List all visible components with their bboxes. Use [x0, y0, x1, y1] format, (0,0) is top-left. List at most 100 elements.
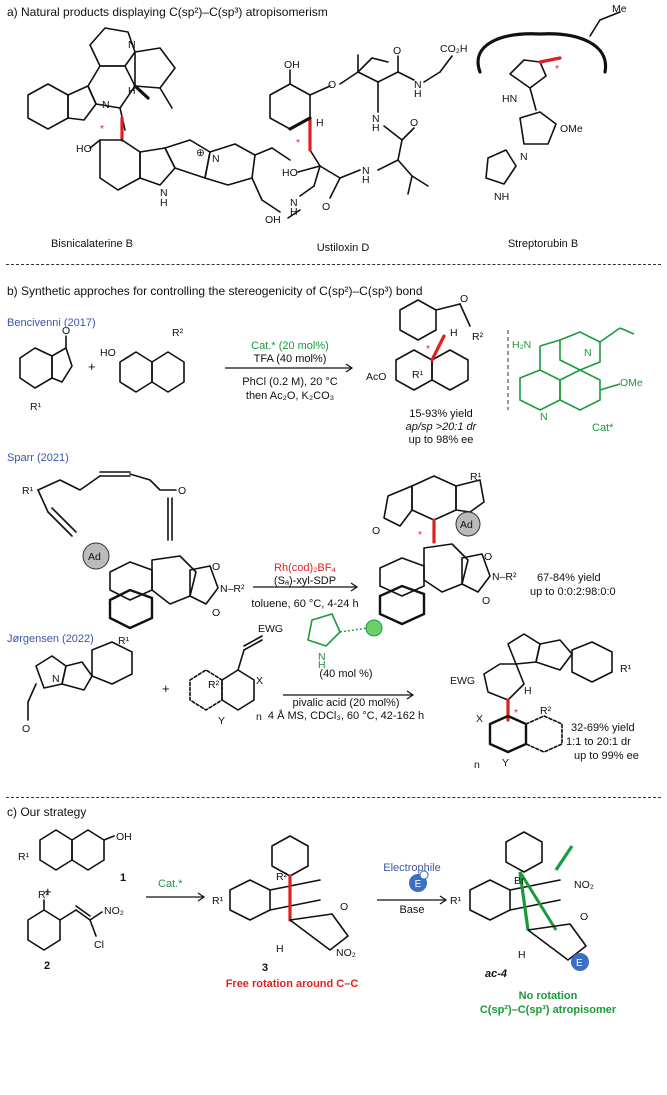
svg-text:*: * — [555, 63, 559, 75]
svg-text:H: H — [450, 327, 458, 339]
no-rotation-note: No rotation — [518, 990, 578, 1002]
svg-text:O: O — [62, 325, 70, 337]
sparr-ligand: (Sₐ)-xyl-SDP — [273, 575, 337, 587]
svg-text:NO₂: NO₂ — [104, 905, 124, 917]
svg-text:N: N — [318, 651, 326, 663]
svg-text:EWG: EWG — [258, 623, 283, 635]
bencivenni-dr: ap/sp >20:1 dr — [405, 421, 477, 433]
compound-name-streptorubin: Streptorubin B — [507, 238, 579, 250]
svg-text:R²: R² — [38, 889, 50, 901]
svg-text:N: N — [414, 79, 422, 91]
svg-text:H: H — [290, 206, 298, 218]
svg-text:N: N — [520, 151, 528, 163]
streptorubin-structure: Me HN * N OMe NH — [476, 3, 627, 203]
svg-text:*: * — [426, 343, 430, 355]
jorgensen-conditions: 4 Å MS, CDCl₃, 60 °C, 42-162 h — [267, 710, 425, 722]
plus-sign: + — [162, 681, 170, 696]
svg-text:R¹: R¹ — [620, 663, 632, 675]
bencivenni-structures: O R¹ HO R² O R² H AcO R¹ * H₂N N N OMe — [19, 293, 643, 423]
svg-text:R¹: R¹ — [412, 369, 424, 381]
svg-text:*: * — [296, 137, 300, 149]
divider-b-c — [6, 797, 661, 798]
catalyst-label: Cat* — [592, 422, 614, 434]
jorgensen-dr: 1:1 to 20:1 dr — [566, 736, 631, 748]
jorgensen-additive: pivalic acid (20 mol%) — [292, 697, 400, 709]
svg-text:N: N — [160, 187, 168, 199]
svg-text:Ad: Ad — [460, 519, 473, 531]
bencivenni-workup: then Ac₂O, K₂CO₃ — [245, 390, 335, 402]
svg-text:O: O — [178, 485, 186, 497]
svg-text:AcO: AcO — [366, 371, 386, 383]
svg-text:NH: NH — [494, 191, 509, 203]
base-label: Base — [399, 904, 425, 916]
svg-text:O: O — [484, 551, 492, 563]
bencivenni-solvent: PhCl (0.2 M), 20 °C — [242, 376, 338, 388]
compound-number-3: 3 — [262, 962, 269, 974]
svg-text:n: n — [256, 711, 262, 723]
svg-text:R¹: R¹ — [212, 895, 224, 907]
bencivenni-yield: 15-93% yield — [409, 408, 473, 420]
svg-text:OH: OH — [116, 831, 132, 843]
svg-text:N: N — [362, 165, 370, 177]
svg-text:N: N — [128, 39, 136, 51]
jorgensen-yield: 32-69% yield — [571, 722, 635, 734]
svg-text:O: O — [372, 525, 380, 537]
svg-text:O: O — [22, 723, 30, 735]
svg-text:R²: R² — [172, 327, 184, 339]
svg-text:*: * — [100, 123, 104, 135]
jorgensen-catalyst-loading: (40 mol %) — [319, 668, 373, 680]
svg-text:EWG: EWG — [450, 675, 475, 687]
svg-text:R¹: R¹ — [22, 485, 34, 497]
sparr-rh-catalyst: Rh(cod)₂BF₄ — [274, 562, 336, 574]
svg-text:O: O — [482, 595, 490, 607]
svg-text:O: O — [580, 911, 588, 923]
svg-text:R¹: R¹ — [118, 635, 130, 647]
ref-bencivenni: Bencivenni (2017) — [7, 317, 96, 329]
svg-text:Y: Y — [218, 715, 225, 727]
svg-text:HO: HO — [282, 167, 298, 179]
svg-text:H: H — [524, 685, 532, 697]
svg-text:OMe: OMe — [560, 123, 583, 135]
svg-text:Ad: Ad — [88, 551, 101, 563]
svg-text:O: O — [410, 117, 418, 129]
svg-text:H: H — [160, 197, 168, 209]
svg-text:N: N — [290, 197, 298, 209]
svg-text:N: N — [102, 99, 110, 111]
section-c-title: c) Our strategy — [7, 805, 87, 819]
svg-text:OH: OH — [265, 214, 281, 226]
free-rotation-note: Free rotation around C–C — [225, 978, 359, 990]
svg-text:R²: R² — [540, 705, 552, 717]
svg-text:R²: R² — [276, 871, 288, 883]
jorgensen-structures: R¹ N O EWG X R² Y n N H R¹ EWG H * X R² … — [22, 613, 632, 771]
svg-text:O: O — [460, 293, 468, 305]
plus-sign: + — [88, 359, 96, 374]
svg-text:Br: Br — [514, 875, 525, 887]
svg-text:H: H — [518, 949, 526, 961]
section-b-title: b) Synthetic approches for controlling t… — [7, 284, 423, 298]
svg-text:R¹: R¹ — [18, 851, 30, 863]
bisnicalaterine-structure: HO N N H N H N ⊕ OH * — [27, 27, 291, 226]
ustiloxin-structure: OH O O N H CO₂H N H O N H O HO — [269, 43, 467, 219]
svg-text:CO₂H: CO₂H — [440, 43, 467, 55]
svg-text:N: N — [52, 673, 60, 685]
svg-text:N: N — [540, 411, 548, 423]
svg-text:Me: Me — [612, 3, 627, 15]
svg-text:O: O — [340, 901, 348, 913]
svg-text:N: N — [584, 347, 592, 359]
svg-text:H: H — [276, 943, 284, 955]
svg-text:R¹: R¹ — [470, 471, 482, 483]
reaction-arrows — [146, 363, 448, 905]
strategy-structures: OH R¹ R² NO₂ Cl O NO₂ H R² R¹ NO₂ O B — [18, 829, 594, 971]
svg-text:NO₂: NO₂ — [574, 879, 594, 891]
sparr-yield: 67-84% yield — [537, 572, 601, 584]
svg-text:H: H — [414, 88, 422, 100]
compound-name-ustiloxin: Ustiloxin D — [316, 242, 370, 254]
bencivenni-ee: up to 98% ee — [408, 434, 474, 446]
svg-text:HO: HO — [100, 347, 116, 359]
svg-text:H: H — [318, 659, 326, 671]
compound-name-bisnicalaterine: Bisnicalaterine B — [51, 238, 133, 250]
svg-text:H: H — [362, 174, 370, 186]
svg-text:R²: R² — [208, 679, 220, 691]
svg-text:O: O — [393, 45, 401, 57]
